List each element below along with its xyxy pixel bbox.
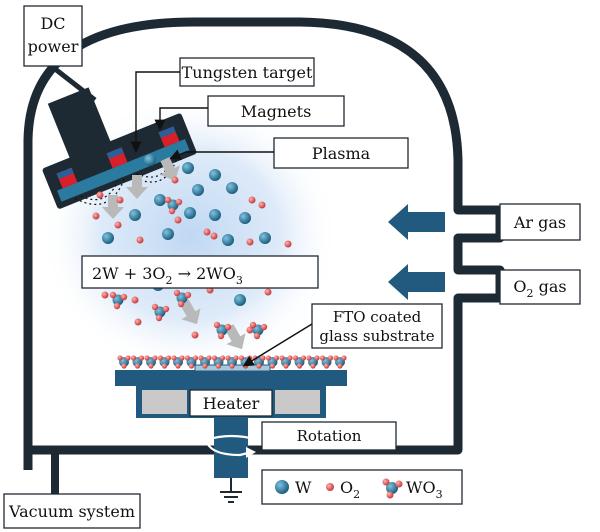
o2-gas-label: O2 gas	[499, 269, 581, 305]
reaction-equation: 2W + 3O2 → 2WO3	[81, 255, 319, 289]
svg-text:2W + 3O2 → 2WO3: 2W + 3O2 → 2WO3	[92, 264, 243, 287]
svg-text:Ar gas: Ar gas	[513, 213, 566, 232]
ar-gas-label: Ar gas	[499, 203, 581, 241]
plasma-label: Plasma	[169, 137, 409, 169]
rotation-shaft	[214, 418, 248, 478]
flow-arrows	[102, 157, 246, 350]
svg-text:Magnets: Magnets	[241, 102, 312, 121]
fto-substrate-label: FTO coated glass substrate	[242, 303, 443, 367]
svg-text:Heater: Heater	[203, 394, 260, 413]
rotation-arrow-icon	[204, 434, 259, 457]
svg-text:FTO coated: FTO coated	[333, 308, 422, 326]
dc-power-line2: power	[28, 37, 79, 56]
rotation-label: Rotation	[261, 421, 397, 451]
legend-o2-icon	[326, 483, 334, 491]
svg-text:O2: O2	[340, 478, 360, 501]
deposited-film	[117, 355, 347, 369]
magnets-label: Magnets	[154, 95, 345, 131]
svg-text:O2 gas: O2 gas	[513, 277, 566, 300]
target-plate	[57, 138, 190, 202]
wo3-clusters	[109, 196, 268, 340]
heater-label: Heater	[189, 389, 273, 417]
dc-power-label: DC power	[23, 5, 83, 67]
vacuum-system-label: Vacuum system	[3, 493, 141, 529]
svg-text:Vacuum system: Vacuum system	[8, 502, 135, 521]
tungsten-atoms	[102, 154, 271, 306]
legend-w-icon	[275, 480, 289, 494]
sputter-gun	[42, 87, 197, 209]
gas-inlet-arrow-icon	[388, 204, 445, 300]
svg-text:Rotation: Rotation	[297, 427, 362, 445]
svg-text:Tungsten target: Tungsten target	[182, 63, 313, 82]
svg-text:W: W	[295, 478, 312, 497]
heater-grey-right	[275, 390, 320, 414]
gun-stem	[47, 87, 112, 162]
svg-text:WO3: WO3	[406, 478, 443, 501]
svg-text:glass substrate: glass substrate	[319, 327, 434, 345]
ground-icon	[220, 491, 242, 503]
substrate-stage	[115, 370, 347, 386]
dc-power-line1: DC	[40, 14, 65, 33]
magnetic-field-lines	[74, 157, 178, 206]
legend-wo3-icon	[382, 478, 403, 499]
tungsten-target-label: Tungsten target	[130, 57, 315, 153]
svg-text:Plasma: Plasma	[312, 144, 371, 163]
legend: W O2 WO3	[261, 469, 463, 505]
heater-grey-left	[142, 390, 187, 414]
